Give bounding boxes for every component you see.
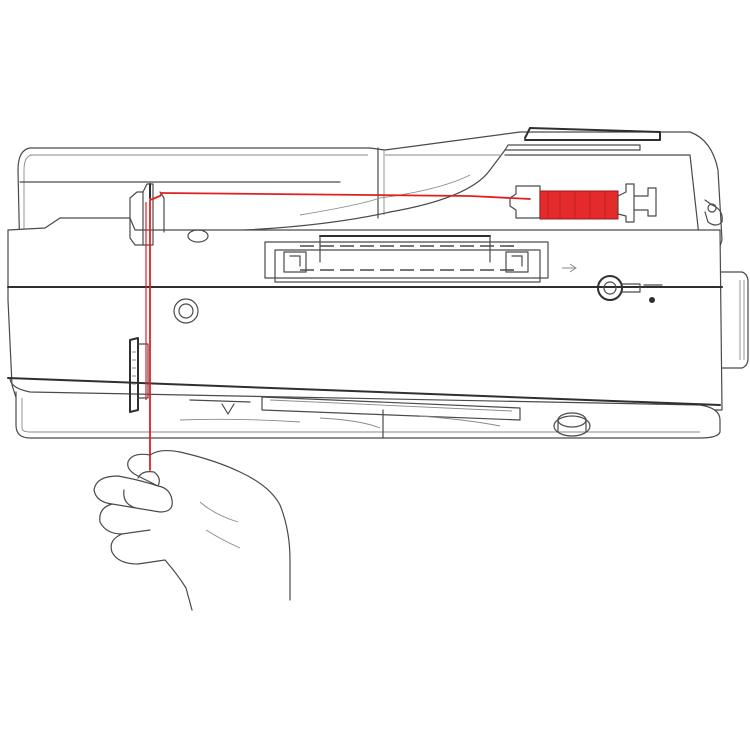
bed-detail-curves (179, 415, 501, 429)
bed-top-edge (7, 377, 721, 406)
bed-lever (189, 399, 251, 415)
spool-rail-top (524, 127, 661, 141)
bed-slot-inner (269, 399, 513, 412)
thread-path (145, 192, 531, 471)
bed-inner-line (21, 398, 700, 433)
thread-spool (539, 190, 619, 220)
hand-knuckle-lines (199, 501, 241, 549)
spool-cap-right (617, 183, 635, 223)
hand-illustration (93, 449, 291, 611)
thread-top-run (161, 192, 531, 200)
bed-slot (261, 396, 521, 421)
handwheel (719, 271, 749, 369)
front-screw (173, 298, 199, 324)
hand-fingernail (137, 471, 160, 487)
arm-curve-inner (299, 174, 471, 216)
hook-ring (707, 203, 717, 213)
carry-handle (264, 235, 549, 283)
spool-thread-lines (547, 191, 606, 219)
right-selector (562, 263, 663, 303)
machine-front-body (7, 217, 723, 411)
spool-pin (633, 187, 657, 217)
hand-outline (93, 449, 291, 611)
tension-slot (129, 337, 149, 413)
bobbin-winder-knob (553, 412, 591, 437)
sewing-machine (7, 127, 749, 439)
handwheel-ridges (739, 280, 745, 360)
upper-arm-inner-line (23, 154, 500, 262)
thread-down-run (149, 192, 163, 471)
thread-spool-assembly (509, 183, 657, 223)
machine-bed (9, 377, 721, 439)
top-oval-hole (187, 229, 209, 243)
spool-rail (504, 144, 641, 151)
